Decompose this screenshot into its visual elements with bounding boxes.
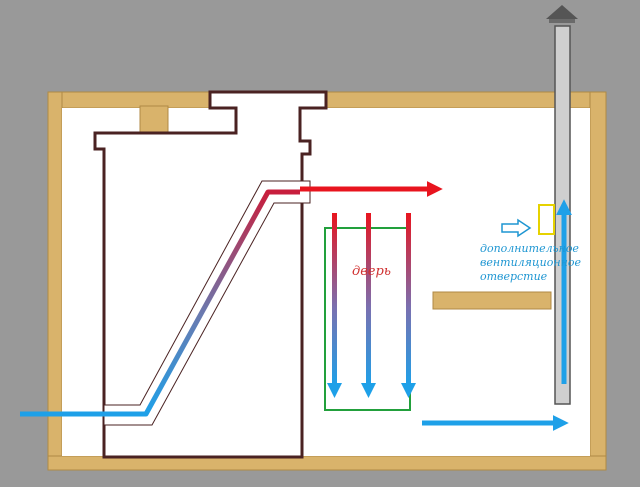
vent-label-line-3: отверстие <box>480 270 548 283</box>
ceiling-beam <box>139 105 169 137</box>
vent-opening <box>538 204 555 235</box>
vent-label-line-2: вентиляционное <box>480 256 581 269</box>
downflow-arrow-head-3 <box>401 383 416 398</box>
downflow-arrow-1 <box>332 213 337 385</box>
wall-right <box>589 91 607 471</box>
heating-flow <box>104 189 300 417</box>
chimney-cap-icon <box>546 5 578 19</box>
downflow-arrow-3 <box>406 213 411 385</box>
downflow-arrow-2 <box>366 213 371 385</box>
chimney-cap-base <box>549 19 575 23</box>
downflow-arrow-head-1 <box>327 383 342 398</box>
door-label: дверь <box>352 264 391 279</box>
vent-label-line-1: дополнительное <box>480 242 579 255</box>
outline-arrow-icon <box>501 218 532 238</box>
stove-body <box>93 90 328 459</box>
downflow-arrow-head-2 <box>361 383 376 398</box>
shelf <box>432 291 552 310</box>
